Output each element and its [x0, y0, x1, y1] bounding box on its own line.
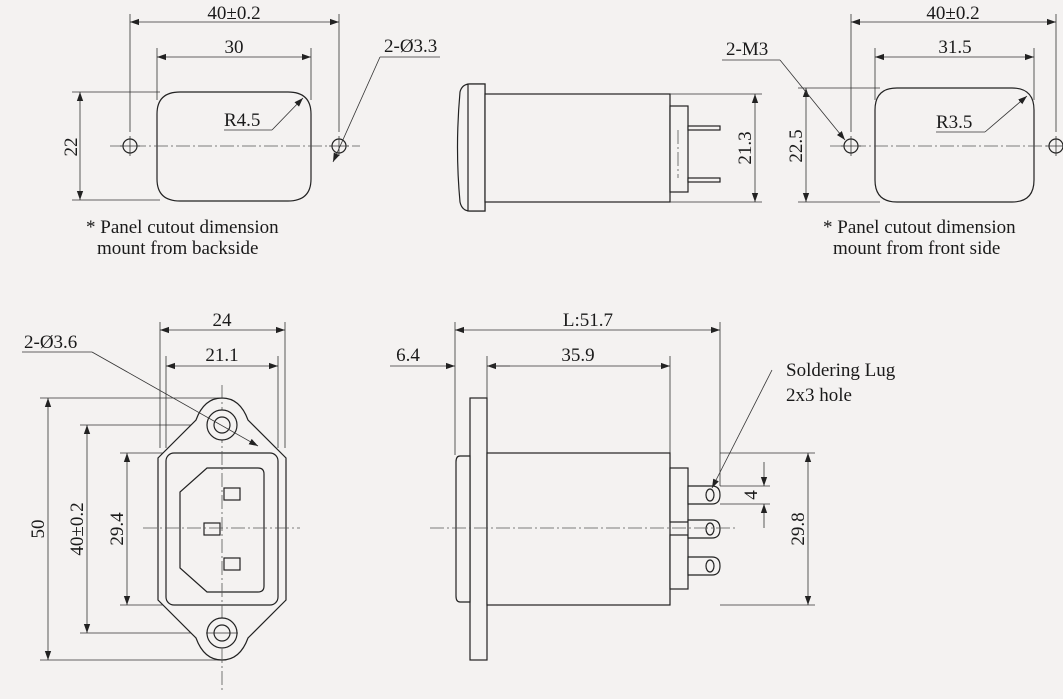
overall-length-label: L:51.7	[563, 310, 613, 331]
flange-width-label: 24	[213, 310, 233, 331]
flange-thickness-label: 6.4	[396, 345, 420, 366]
lug-callout-leader	[711, 369, 773, 489]
panel-cutout-outline	[874, 87, 1035, 203]
body-width-label: 21.1	[205, 345, 238, 366]
solder-lug-middle	[687, 519, 721, 539]
corner-radius-label: R3.5	[936, 112, 972, 133]
body-height-label: 29.8	[788, 512, 809, 545]
overall-width-label: 40±0.2	[207, 3, 260, 24]
height-label: 22	[61, 138, 82, 157]
solder-lug-hole	[705, 559, 715, 573]
panel-note-line1: * Panel cutout dimension	[823, 217, 1016, 238]
body-length-label: 35.9	[561, 345, 594, 366]
terminal-block-bottom	[669, 534, 689, 590]
cutout-backside-view: 40±0.2 30 22 R4.5 2-Ø3.3 * Panel cutout …	[61, 3, 440, 259]
flange	[467, 83, 486, 212]
cutout-width-label: 30	[225, 37, 244, 58]
terminal-pin	[687, 177, 721, 183]
terminal-block	[669, 105, 689, 193]
terminal-pin	[687, 125, 721, 131]
overall-height-label: 50	[28, 520, 49, 539]
panel-note-line2: mount from backside	[97, 238, 258, 259]
body-height-label: 29.4	[107, 512, 128, 546]
terminal-block-top	[669, 467, 689, 523]
solder-lug-top	[687, 485, 721, 505]
body	[484, 93, 671, 203]
lug-label-line1: Soldering Lug	[786, 360, 896, 381]
pin-slot-middle	[203, 522, 221, 536]
front-view: 24 21.1 2-Ø3.6 50 40±0.2 29.4	[22, 310, 300, 690]
body-height-label: 21.3	[735, 131, 756, 164]
cutout-width-label: 31.5	[938, 37, 971, 58]
side-view: L:51.7 6.4 35.9 Soldering Lug 2x3 hole 4…	[390, 310, 896, 661]
panel-note-line2: mount from front side	[833, 238, 1000, 259]
overall-width-label: 40±0.2	[926, 3, 979, 24]
top-side-view: 21.3	[456, 83, 762, 212]
lug-label-line2: 2x3 hole	[786, 385, 852, 406]
flange-lip	[455, 455, 471, 603]
cutout-frontside-view: 40±0.2 31.5 22.5 R3.5 2-M3 * Panel cutou…	[722, 3, 1063, 259]
hole-callout-label: 2-Ø3.6	[24, 332, 77, 353]
pin-slot-top	[223, 487, 241, 501]
solder-lug-hole	[705, 522, 715, 536]
height-label: 22.5	[786, 129, 807, 162]
panel-note-line1: * Panel cutout dimension	[86, 217, 279, 238]
corner-radius-label: R4.5	[224, 110, 260, 131]
hole-callout-label: 2-Ø3.3	[384, 36, 437, 57]
panel-cutout-outline	[156, 91, 312, 202]
filter-body	[486, 452, 671, 606]
solder-lug-bottom	[687, 556, 721, 576]
mounting-hole-top	[213, 416, 231, 434]
hole-spacing-label: 40±0.2	[67, 502, 88, 555]
pin-slot-bottom	[223, 557, 241, 571]
lug-pitch-label: 4	[741, 490, 762, 500]
solder-lug-hole	[705, 488, 715, 502]
flange-side	[469, 397, 488, 661]
hole-callout-label: 2-M3	[726, 39, 768, 60]
